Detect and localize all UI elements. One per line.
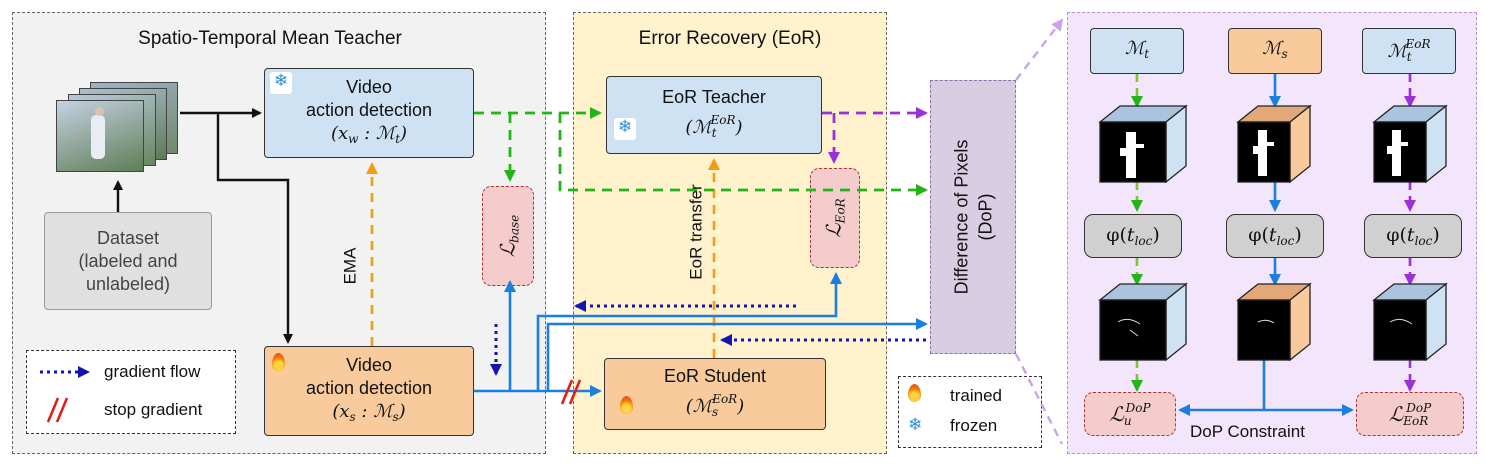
eor-student-label: EoR Student [663, 365, 767, 386]
dataset-line1: Dataset [96, 227, 160, 248]
dop-line1: Difference of Pixels [951, 139, 971, 295]
eor-student-box: EoR Student (ℳsEoR) [604, 358, 826, 430]
student-box-line1: Video [346, 354, 392, 375]
loss-eor: ℒEoR [810, 168, 860, 268]
legend-frozen: frozen [950, 416, 998, 435]
dataset-line3: unlabeled) [85, 273, 171, 294]
legend-trained: trained [950, 386, 1002, 405]
phi-box-teacher: φ(tloc) [1084, 214, 1182, 258]
snowflake-icon: ❄ [270, 72, 292, 94]
teacher-box-math: (xw : ℳt) [330, 122, 408, 146]
dataset-line2: (labeled and [78, 250, 178, 271]
snowflake-icon: ❄ [908, 415, 923, 434]
fire-icon [620, 396, 633, 419]
dop-line2: (DoP) [975, 193, 995, 241]
eor-teacher-box: EoR Teacher (ℳtEoR) [606, 76, 822, 154]
eor-transfer-label: EoR transfer [687, 184, 706, 280]
dop-model-eor-teacher: ℳtEoR [1362, 28, 1456, 74]
dataset-box: Dataset (labeled and unlabeled) [44, 212, 212, 310]
eor-teacher-label: EoR Teacher [662, 86, 766, 107]
legend-stop-gradient: stop gradient [104, 400, 203, 419]
mean-teacher-title: Spatio-Temporal Mean Teacher [138, 28, 402, 49]
teacher-box-line1: Video [346, 76, 392, 97]
fire-icon [272, 353, 285, 376]
phi-box-eor-teacher: φ(tloc) [1364, 214, 1462, 258]
dop-model-student: ℳs [1228, 28, 1322, 74]
ema-label-wrap: EMA [330, 246, 370, 286]
dop-box: Difference of Pixels (DoP) [930, 80, 1016, 354]
teacher-video-action-detection-box: Video action detection (xw : ℳt) [264, 68, 474, 158]
snowflake-icon: ❄ [614, 118, 636, 140]
phi-box-student: φ(tloc) [1226, 214, 1324, 258]
eor-transfer-wrap: EoR transfer [642, 184, 752, 279]
ema-label: EMA [340, 247, 359, 285]
loss-base: ℒbase [482, 186, 534, 286]
eor-student-math: (ℳsEoR) [685, 391, 745, 419]
student-box-math: (xs : ℳs) [332, 400, 406, 424]
loss-dop-u: ℒuDoP [1084, 392, 1176, 436]
student-video-action-detection-box: Video action detection (xs : ℳs) [264, 346, 474, 436]
fire-icon [908, 384, 921, 407]
student-box-line2: action detection [305, 377, 433, 398]
eor-title: Error Recovery (EoR) [638, 28, 822, 49]
teacher-box-line2: action detection [305, 99, 433, 120]
video-frames-image [56, 82, 180, 174]
dop-model-teacher: ℳt [1090, 28, 1184, 74]
dop-constraint-label: DoP Constraint [1190, 422, 1305, 441]
loss-dop-eor: ℒEoRDoP [1356, 392, 1464, 436]
eor-teacher-math: (ℳtEoR) [685, 112, 743, 140]
legend-gradient-flow: gradient flow [104, 362, 201, 381]
